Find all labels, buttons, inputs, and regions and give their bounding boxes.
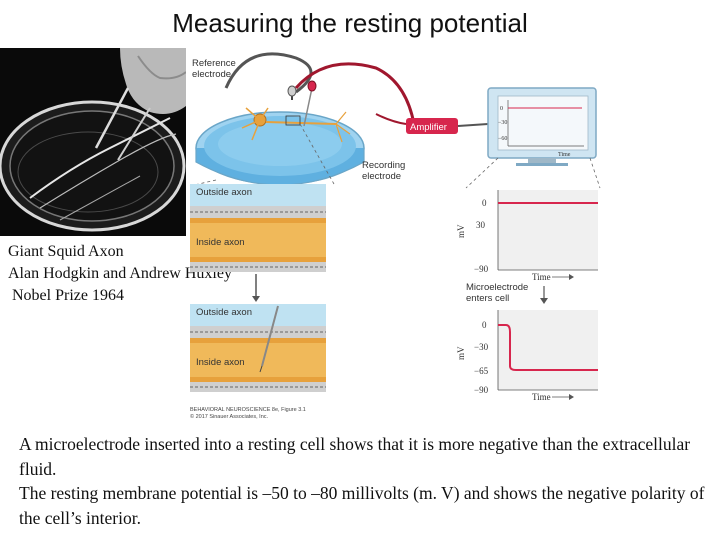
recording-wire bbox=[294, 62, 416, 125]
microelectrode-enters-label: Microelectrode bbox=[466, 282, 528, 293]
trace1-mv-label: mV bbox=[456, 224, 466, 238]
oscilloscope-monitor: 0 −30 −60 Time bbox=[487, 87, 597, 166]
caption-line-prize: Nobel Prize 1964 bbox=[8, 287, 124, 304]
reference-electrode-label: Reference bbox=[192, 58, 236, 69]
trace2-tick-0: 0 bbox=[482, 320, 487, 330]
description: A microelectrode inserted into a resting… bbox=[19, 432, 709, 530]
trace2-tick-3: −90 bbox=[474, 385, 489, 395]
outside-axon-label-2: Outside axon bbox=[196, 307, 252, 318]
figure-credit: BEHAVIORAL NEUROSCIENCE 8e, Figure 3.1 bbox=[190, 407, 306, 413]
trace1-time-label: Time bbox=[532, 272, 551, 282]
monitor-tick-1: −30 bbox=[498, 120, 507, 126]
trace2-time-label: Time bbox=[532, 392, 551, 402]
reference-wire bbox=[224, 52, 313, 94]
trace-before-entry: 0 30 −90 mV Time bbox=[456, 190, 598, 282]
slide-title: Measuring the resting potential bbox=[172, 8, 528, 38]
amplifier-box bbox=[406, 118, 458, 134]
reference-electrode-label-2: electrode bbox=[192, 69, 231, 80]
description-paragraph-2: The resting membrane potential is –50 to… bbox=[19, 483, 705, 528]
trace1-tick-2: −90 bbox=[474, 264, 489, 274]
trace-after-entry: 0 −30 −65 −90 mV Time bbox=[456, 310, 598, 402]
outside-axon-label: Outside axon bbox=[196, 187, 252, 198]
monitor-tick-2: −60 bbox=[498, 136, 507, 142]
inside-axon-label: Inside axon bbox=[196, 237, 245, 248]
recording-electrode-label-2: electrode bbox=[362, 171, 401, 182]
inside-axon-label-2: Inside axon bbox=[196, 357, 245, 368]
trace2-mv-label: mV bbox=[456, 346, 466, 360]
resting-potential-figure: Reference electrode Recording electrode … bbox=[186, 48, 606, 431]
trace1-tick-1: 30 bbox=[476, 220, 486, 230]
monitor-tick-0: 0 bbox=[500, 106, 503, 112]
caption: Giant Squid Axon Alan Hodgkin and Andrew… bbox=[8, 241, 232, 307]
trace1-tick-0: 0 bbox=[482, 198, 487, 208]
axon-panel-after: Outside axon Inside axon bbox=[190, 304, 326, 392]
trace2-tick-1: −30 bbox=[474, 342, 489, 352]
squid-axon-photo bbox=[0, 48, 186, 236]
petri-dish bbox=[195, 107, 365, 186]
caption-line-scientists: Alan Hodgkin and Andrew Huxley bbox=[8, 265, 232, 282]
description-paragraph-1: A microelectrode inserted into a resting… bbox=[19, 434, 691, 479]
microelectrode-enters-label-2: enters cell bbox=[466, 293, 509, 304]
trace2-tick-2: −65 bbox=[474, 366, 489, 376]
monitor-time-label: Time bbox=[558, 152, 571, 158]
axon-panel-before: Outside axon Inside axon bbox=[190, 184, 326, 272]
amplifier-label: Amplifier bbox=[410, 122, 447, 133]
figure-credit-2: © 2017 Sinauer Associates, Inc. bbox=[190, 413, 269, 420]
caption-line-species: Giant Squid Axon bbox=[8, 243, 124, 260]
recording-electrode-label: Recording bbox=[362, 160, 405, 171]
